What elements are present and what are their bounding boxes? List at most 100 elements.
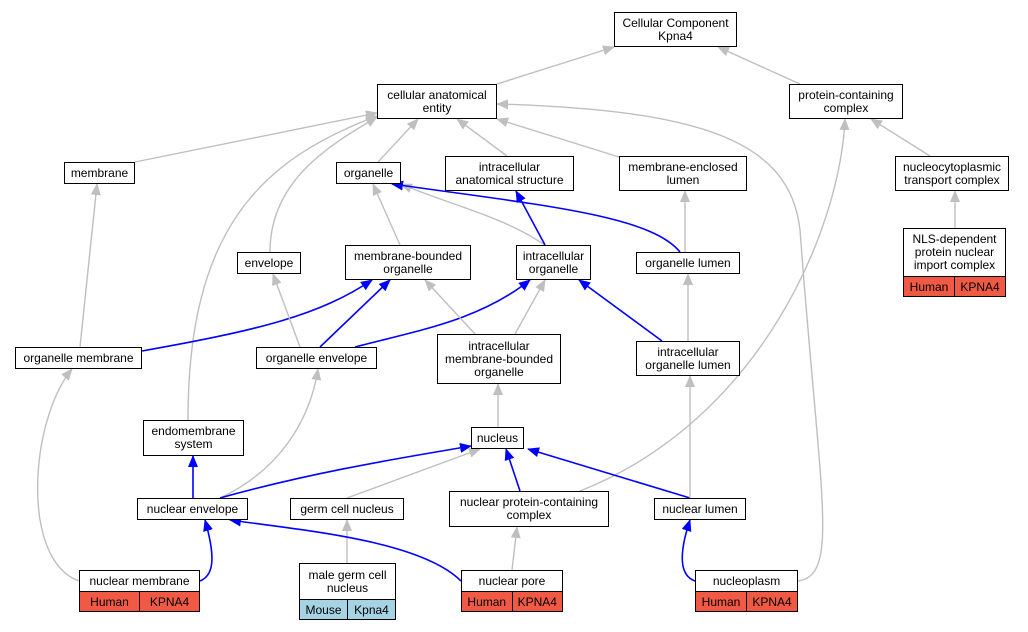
species-tag: Human xyxy=(80,592,139,611)
edge-ntc-to-pcc xyxy=(870,118,931,157)
species-tag: Human xyxy=(904,277,954,296)
node-organelle-lumen: organelle lumen xyxy=(636,252,740,274)
edge-np-to-ne xyxy=(229,516,462,582)
node-label: nuclear pore xyxy=(478,573,546,588)
node-nuclear-envelope: nuclear envelope xyxy=(137,498,248,520)
edge-imbo-to-io xyxy=(514,279,546,335)
node-nuclear-membrane: nuclear membrane xyxy=(79,570,200,592)
node-label: nucleoplasm xyxy=(712,573,781,588)
edge-iol-to-io xyxy=(578,279,663,342)
edge-imbo-to-mbo xyxy=(424,279,476,335)
edge-oe-to-mbo xyxy=(319,279,391,348)
edge-om-to-mbo xyxy=(141,279,373,352)
node-membrane: membrane xyxy=(64,162,135,184)
edge-ne-to-oe xyxy=(219,368,322,499)
node-label: organelle xyxy=(343,165,394,180)
node-nucleus: nucleus xyxy=(471,427,524,449)
gene-tag: KPNA4 xyxy=(746,592,797,611)
node-label: organelle lumen xyxy=(645,255,731,270)
edge-pcc-to-root xyxy=(717,46,801,85)
node-envelope: envelope xyxy=(237,252,301,274)
node-organelle: organelle xyxy=(336,162,401,184)
edge-gcn-to-nucleus xyxy=(346,448,481,499)
edge-nl-to-nucleus xyxy=(527,447,691,499)
edge-ol-to-organelle xyxy=(391,180,681,253)
node-label: nuclear lumen xyxy=(662,501,738,516)
edge-ne-to-nucleus xyxy=(219,442,472,499)
gene-tag: KPNA4 xyxy=(139,592,199,611)
edge-organelle-to-cae xyxy=(377,118,419,163)
edge-layer xyxy=(36,45,960,582)
node-nucleoplasm: nucleoplasm xyxy=(695,570,798,592)
edge-np-to-npcc xyxy=(510,526,521,571)
edge-nucleoplasm-to-cae xyxy=(496,99,824,582)
node-label: nucleus xyxy=(476,430,519,445)
node-label: nuclear membrane xyxy=(89,573,190,588)
edge-npcc-to-pcc xyxy=(579,118,850,492)
species-tag: Human xyxy=(462,592,512,611)
edge-io-to-ias xyxy=(515,190,546,246)
node-organelle-membrane: organelle membrane xyxy=(15,347,142,369)
edge-cae-to-root xyxy=(496,45,615,85)
node-label: membrane xyxy=(70,165,129,180)
edge-io-to-organelle xyxy=(400,183,546,246)
edge-nm-to-om xyxy=(36,368,80,582)
edge-envelope-to-cae xyxy=(269,116,378,253)
edge-npcc-to-nucleus xyxy=(504,448,521,492)
edge-oe-to-io xyxy=(354,279,531,348)
node-label: envelope xyxy=(244,255,294,270)
edge-nm-to-ne xyxy=(199,519,213,582)
node-label: nuclear envelope xyxy=(146,501,239,516)
edge-om-to-membrane xyxy=(79,183,101,348)
gene-tag: KPNA4 xyxy=(954,277,1005,296)
node-nuclear-pore: nuclear pore xyxy=(461,570,563,592)
species-tag: Human xyxy=(696,592,746,611)
node-label: germ cell nucleus xyxy=(300,501,394,516)
edge-endomembrane-to-cae xyxy=(187,115,378,421)
edge-nucleoplasm-to-nl xyxy=(681,519,696,582)
edge-mel-to-cae xyxy=(496,117,620,158)
edge-mbo-to-organelle xyxy=(372,183,401,246)
node-label: organelle envelope xyxy=(265,350,368,365)
node-germ-cell-nucleus: germ cell nucleus xyxy=(290,498,404,520)
gene-tag: KPNA4 xyxy=(511,592,562,611)
edge-membrane-to-cae xyxy=(134,110,378,163)
node-organelle-envelope: organelle envelope xyxy=(256,347,377,369)
edge-ias-to-cae xyxy=(456,118,508,157)
gene-tag: Kpna4 xyxy=(347,600,395,619)
node-label: organelle membrane xyxy=(23,350,134,365)
node-nuclear-lumen: nuclear lumen xyxy=(654,498,746,520)
